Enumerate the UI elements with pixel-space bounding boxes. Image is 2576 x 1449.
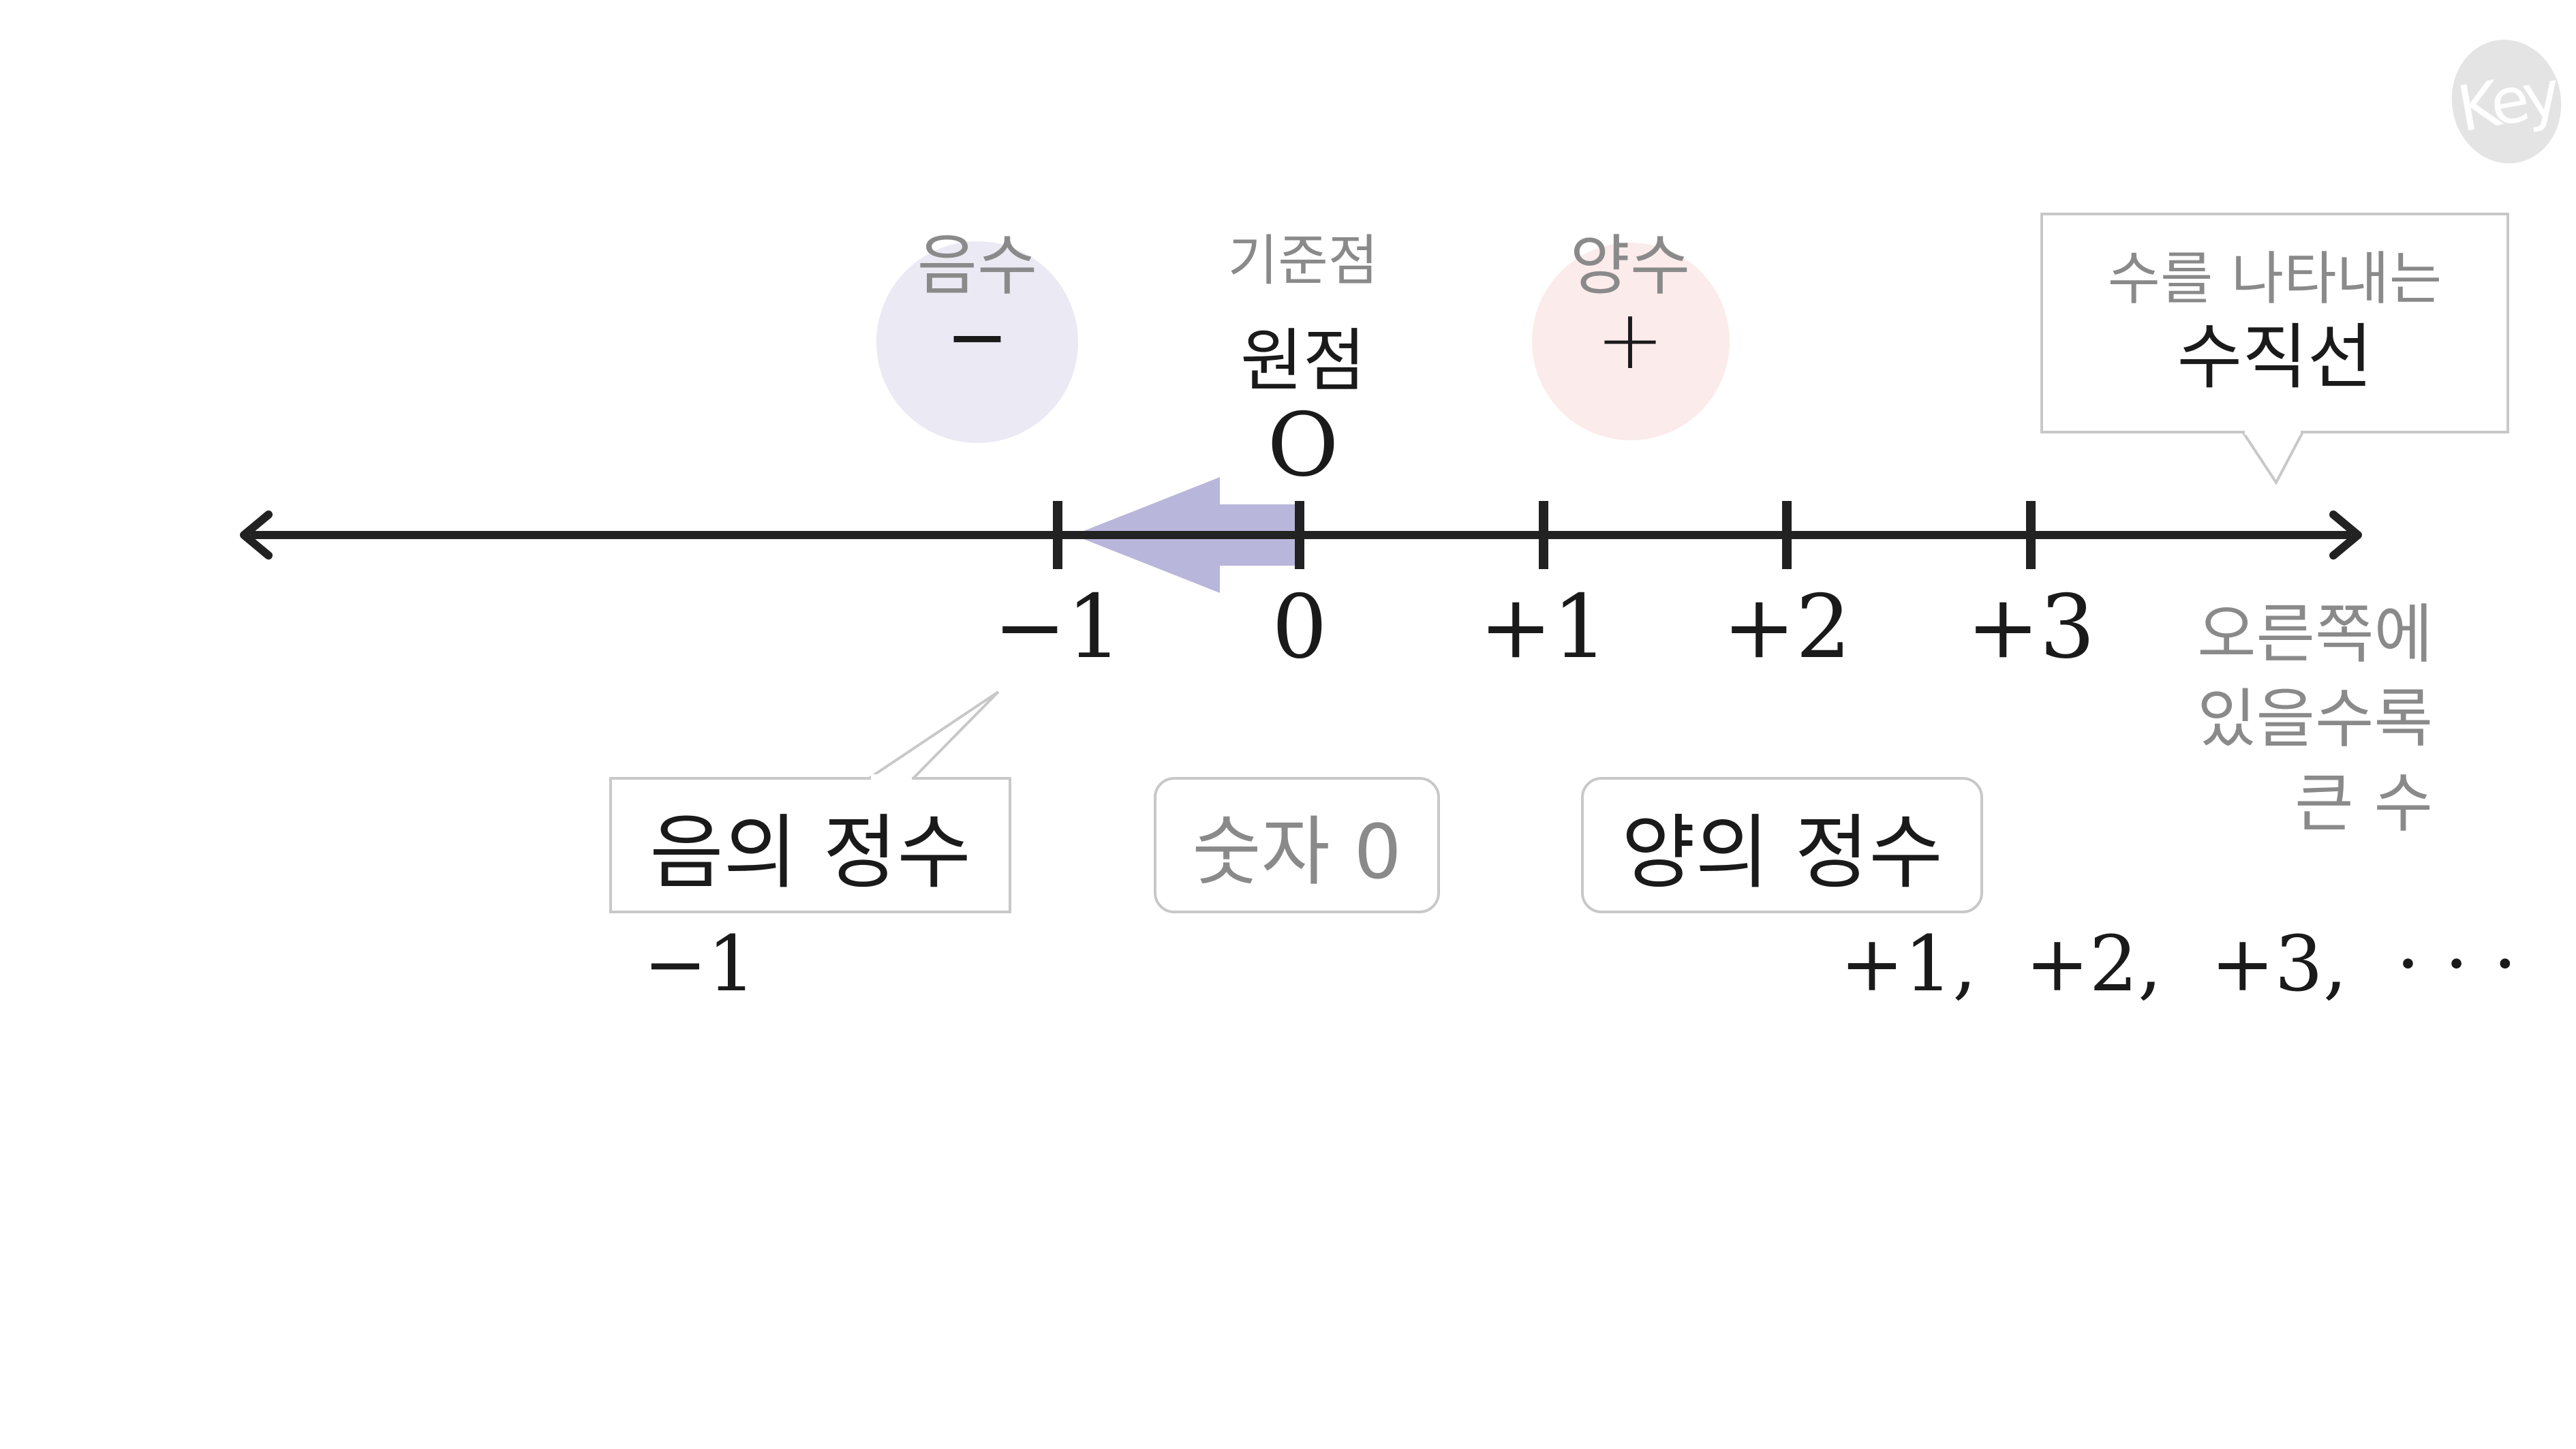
tick-label-plus-3: +3	[1966, 577, 2096, 678]
callout-seam	[2245, 427, 2301, 435]
positive-word: 양수	[1569, 228, 1691, 304]
negative-sign: −	[945, 293, 1009, 380]
callout-line-2: 수직선	[2177, 316, 2373, 399]
positive-integer-box: 양의 정수	[1581, 777, 1983, 913]
negative-box-seam	[871, 774, 912, 781]
right-note-line-1: 오른쪽에	[2197, 598, 2433, 672]
right-note-line-2: 있을수록	[2197, 682, 2433, 757]
left-arrowhead	[240, 510, 273, 560]
right-arrowhead	[2329, 510, 2362, 560]
negative-circle	[876, 241, 1078, 443]
origin-word: 원점	[1240, 321, 1366, 401]
zero-box: 숫자 0	[1154, 777, 1440, 913]
origin-caption: 기준점	[1227, 229, 1379, 292]
right-note: 오른쪽에 있을수록 큰 수	[2147, 593, 2433, 846]
negative-example: −1	[643, 920, 756, 1009]
origin-letter: O	[1267, 395, 1339, 496]
callout-pointer	[2239, 429, 2306, 485]
negative-integer-box: 음의 정수	[609, 777, 1011, 913]
negative-box-pointer	[864, 690, 1000, 780]
tick-label-plus-1: +1	[1479, 577, 1608, 678]
positive-circle	[1532, 243, 1730, 440]
positive-examples: +1, +2, +3, · · ·	[1840, 920, 2517, 1009]
tick-label-plus-2: +2	[1722, 577, 1852, 678]
negative-word: 음수	[917, 228, 1038, 304]
positive-sign: +	[1595, 293, 1665, 388]
tick-label-0: 0	[1272, 577, 1328, 678]
tick-label-minus-1: −1	[993, 577, 1122, 678]
right-note-line-3: 큰 수	[2295, 767, 2433, 842]
number-line-callout: 수를 나타내는 수직선	[2040, 213, 2509, 433]
callout-line-1: 수를 나타내는	[2107, 245, 2442, 312]
